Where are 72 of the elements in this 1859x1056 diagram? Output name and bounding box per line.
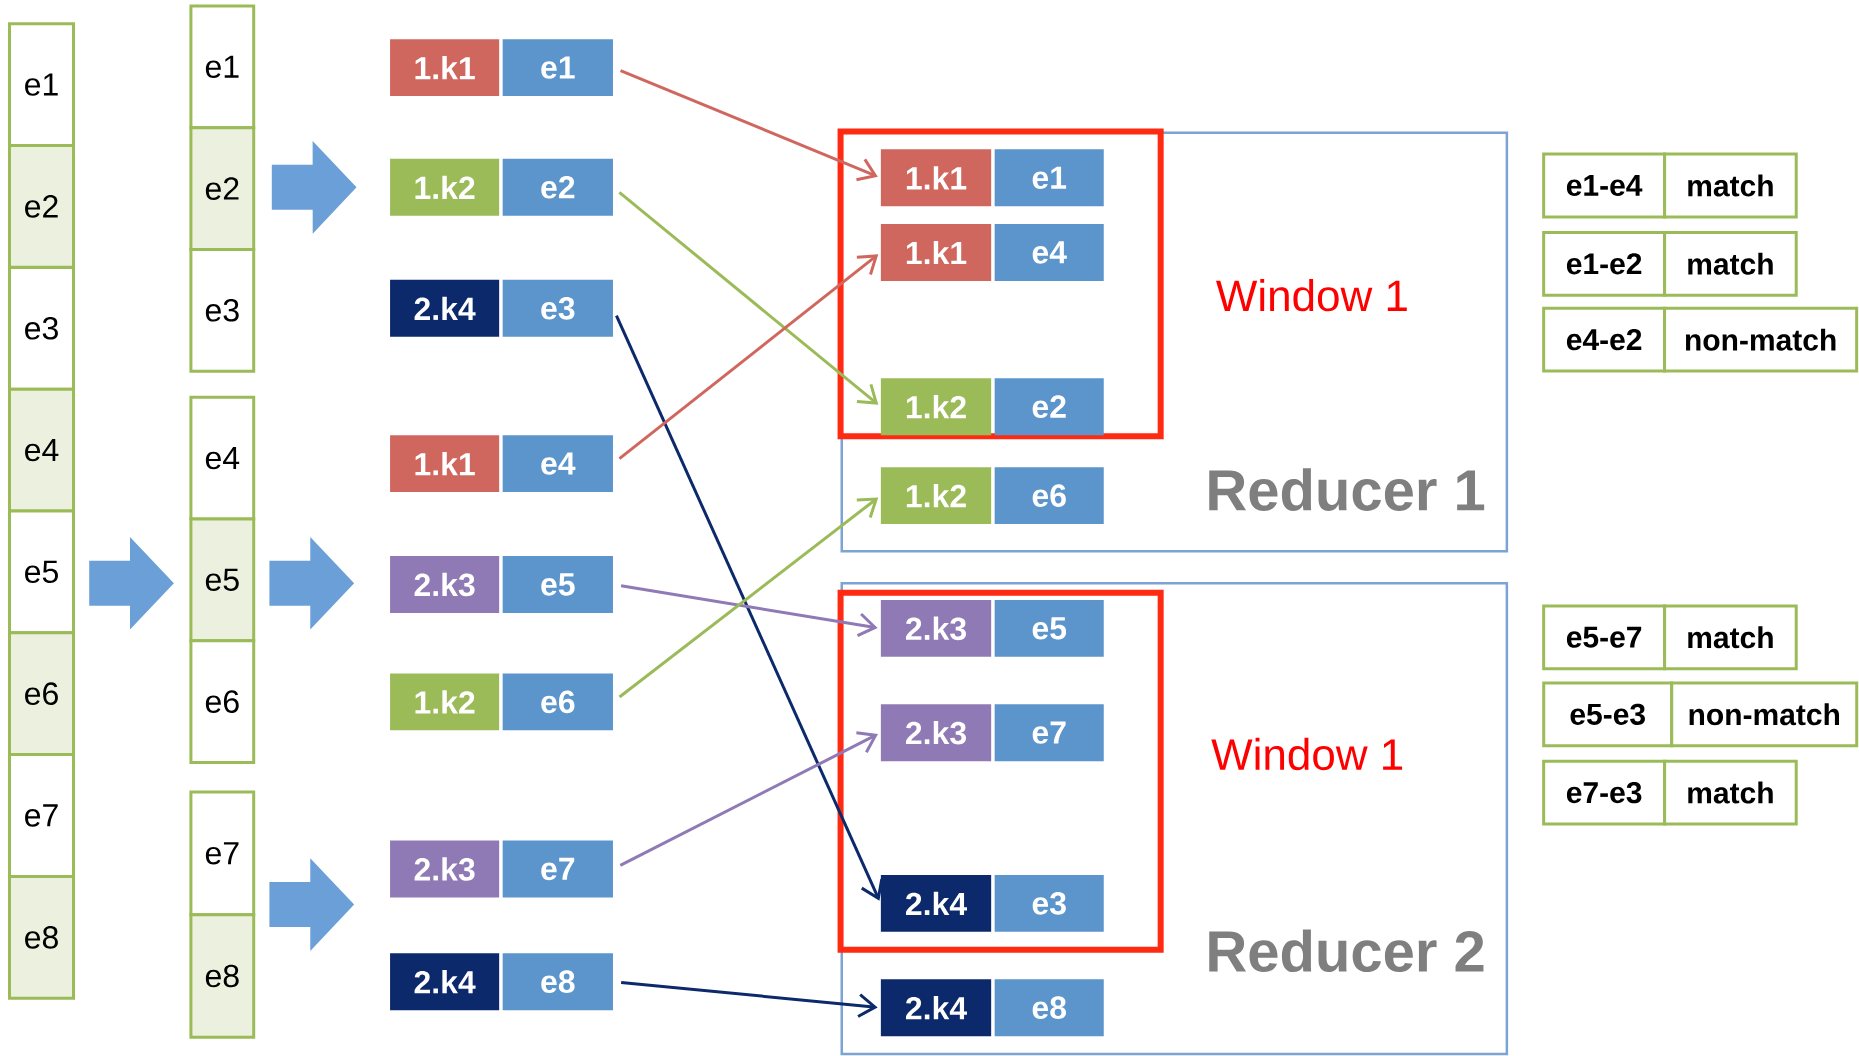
key-box: 2.k3 — [390, 840, 500, 898]
cell-box: e5 — [8, 509, 75, 635]
cell-box: e6 — [189, 639, 256, 764]
cell-box: e4 — [8, 387, 75, 513]
key-box: 1.k1 — [880, 149, 992, 207]
value-box: e5 — [502, 556, 613, 613]
arrow — [618, 254, 879, 460]
cell-box: e1 — [189, 4, 256, 130]
arrow — [620, 584, 878, 638]
arrow — [621, 980, 878, 1018]
key-box: 1.k2 — [880, 378, 992, 436]
table-cell: non-match — [1663, 306, 1859, 373]
key-box: 2.k4 — [390, 953, 500, 1011]
key-box: 1.k1 — [880, 224, 992, 281]
cell-box: e2 — [8, 144, 75, 269]
key-box: 1.k2 — [880, 467, 992, 525]
key-box: 2.k3 — [390, 556, 500, 613]
table-cell: e1-e4 — [1542, 152, 1667, 219]
key-box: 1.k1 — [390, 39, 500, 97]
window-box — [837, 128, 1164, 440]
cell-box: e2 — [189, 126, 256, 251]
key-box: 2.k4 — [880, 979, 992, 1037]
value-box: e6 — [994, 467, 1104, 525]
table-cell: match — [1663, 230, 1798, 297]
value-box: e5 — [994, 599, 1104, 657]
value-box: e1 — [994, 149, 1104, 207]
value-box: e1 — [502, 39, 613, 97]
value-box: e8 — [502, 953, 613, 1011]
value-box: e4 — [502, 435, 613, 493]
key-box: 2.k3 — [880, 599, 992, 657]
table-cell: match — [1663, 152, 1798, 219]
cell-box: e3 — [189, 247, 256, 373]
value-box: e3 — [994, 874, 1104, 932]
table-cell: e5-e3 — [1542, 681, 1674, 748]
cell-box: e4 — [189, 395, 256, 521]
cell-box: e1 — [8, 22, 75, 147]
key-box: 1.k2 — [390, 673, 500, 731]
table-cell: match — [1663, 604, 1798, 671]
window-box — [837, 589, 1164, 953]
value-box: e7 — [994, 704, 1104, 762]
cell-box: e6 — [8, 631, 75, 757]
key-box: 1.k2 — [390, 158, 500, 216]
value-box: e6 — [502, 673, 613, 731]
arrow — [618, 497, 879, 699]
arrow — [620, 69, 878, 182]
cell-box: e7 — [189, 790, 256, 917]
cell-box: e7 — [8, 753, 75, 878]
value-box: e4 — [994, 224, 1104, 281]
table-cell: e5-e7 — [1542, 604, 1667, 671]
key-box: 2.k4 — [390, 279, 500, 337]
table-cell: match — [1663, 759, 1798, 826]
table-cell: non-match — [1670, 681, 1859, 748]
value-box: e2 — [502, 158, 613, 216]
cell-box: e5 — [189, 517, 256, 643]
window-label: Window 1 — [1211, 737, 1403, 771]
table-cell: e7-e3 — [1542, 759, 1667, 826]
value-box: e3 — [502, 279, 613, 337]
value-box: e2 — [994, 378, 1104, 436]
table-cell: e4-e2 — [1542, 306, 1667, 373]
cell-box: e3 — [8, 265, 75, 391]
cell-box: e8 — [8, 875, 75, 1000]
window-label: Window 1 — [1216, 279, 1407, 312]
cell-box: e8 — [189, 913, 256, 1039]
key-box: 1.k1 — [390, 435, 500, 493]
arrow — [619, 731, 878, 867]
value-box: e7 — [502, 840, 613, 898]
key-box: 2.k4 — [880, 874, 992, 932]
arrow — [618, 191, 879, 405]
arrow — [615, 314, 884, 901]
table-cell: e1-e2 — [1542, 230, 1667, 297]
key-box: 2.k3 — [880, 704, 992, 762]
value-box: e8 — [994, 979, 1104, 1037]
